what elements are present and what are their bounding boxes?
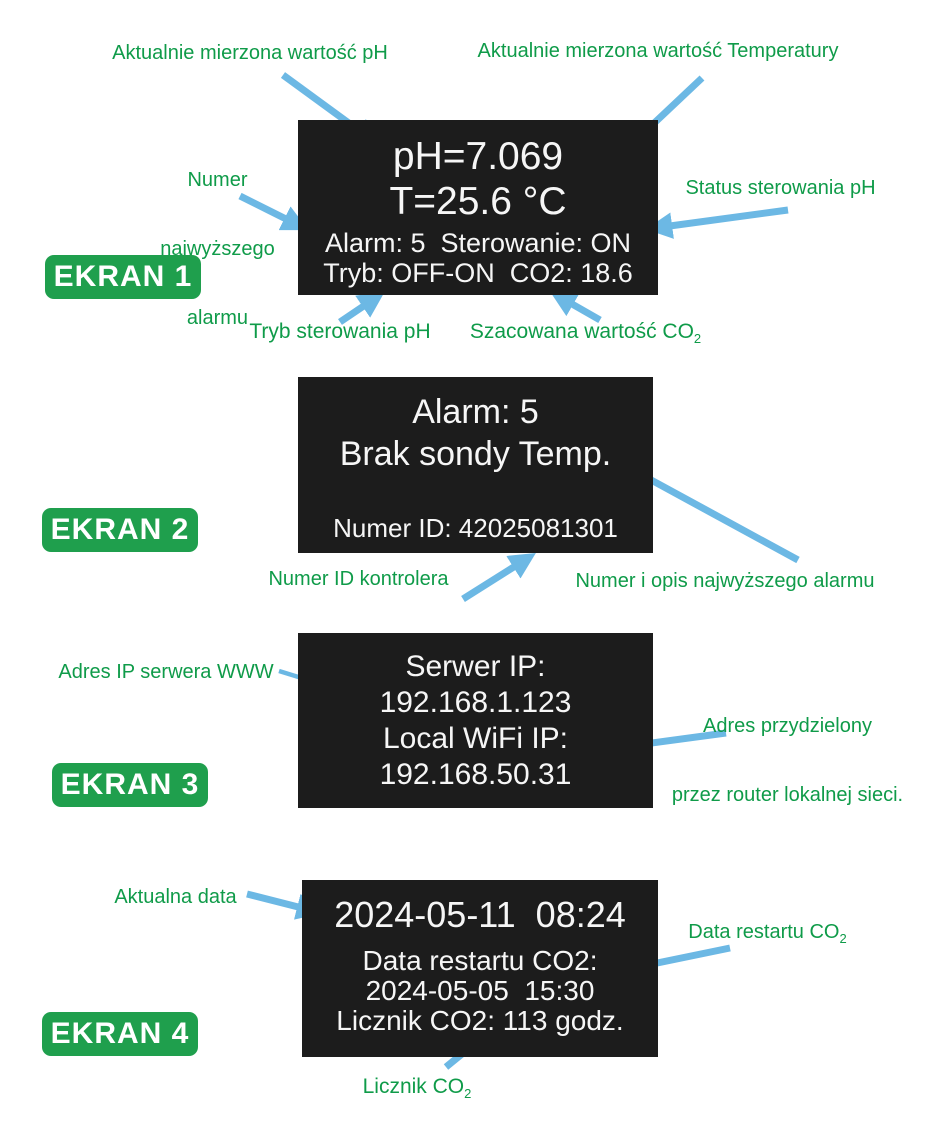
label-current-date: Aktualna data bbox=[114, 886, 237, 908]
label-co2-restart: Data restartu CO2 bbox=[675, 921, 860, 946]
screen3-wifi-ip-label: Local WiFi IP: bbox=[382, 722, 569, 755]
label-alarm-number-line3: alarmu bbox=[186, 307, 249, 329]
label-co2-restart-sub: 2 bbox=[839, 931, 847, 946]
label-co2-estimate: Szacowana wartość CO2 bbox=[468, 320, 703, 347]
arrow-control-status bbox=[645, 206, 789, 239]
screen4-co2-restart-label: Data restartu CO2: bbox=[362, 945, 598, 976]
screen2-alarm-desc-line: Brak sondy Temp. bbox=[339, 435, 612, 473]
screen2-alarm-line: Alarm: 5 bbox=[412, 393, 539, 431]
screen3-server-ip-label: Serwer IP: bbox=[405, 650, 546, 683]
label-alarm-desc: Numer i opis najwyższego alarmu bbox=[575, 570, 875, 592]
label-router-ip: Adres przydzielony przez router lokalnej… bbox=[655, 669, 920, 853]
screen4-co2-counter: Licznik CO2: 113 godz. bbox=[336, 1005, 624, 1036]
label-ph-value: Aktualnie mierzona wartość pH bbox=[112, 42, 388, 64]
label-control-status: Status sterowania pH bbox=[685, 177, 876, 199]
label-co2-estimate-sub: 2 bbox=[693, 331, 702, 347]
badge-ekran-1: EKRAN 1 bbox=[45, 255, 201, 299]
device-screen-3: Serwer IP: 192.168.1.123 Local WiFi IP: … bbox=[298, 633, 653, 808]
badge-ekran-4: EKRAN 4 bbox=[42, 1012, 198, 1056]
screen4-co2-restart-date: 2024-05-05 15:30 bbox=[365, 975, 595, 1006]
arrow-co2-estimate bbox=[549, 291, 602, 324]
label-alarm-number-line2: najwyższego bbox=[160, 238, 275, 260]
label-temp-value: Aktualnie mierzona wartość Temperatury bbox=[477, 40, 839, 62]
arrow-control-mode bbox=[338, 291, 385, 325]
screen3-wifi-ip: 192.168.50.31 bbox=[379, 758, 572, 791]
label-control-mode: Tryb sterowania pH bbox=[249, 320, 431, 343]
label-alarm-number-line1: Numer bbox=[187, 169, 248, 191]
screen1-ph-reading: pH=7.069 bbox=[392, 135, 564, 178]
label-router-ip-line1: Adres przydzielony bbox=[703, 715, 872, 737]
label-www-ip: Adres IP serwera WWW bbox=[58, 661, 274, 683]
screen4-datetime: 2024-05-11 08:24 bbox=[334, 894, 626, 935]
label-co2-counter: Licznik CO2 bbox=[357, 1075, 477, 1102]
label-co2-counter-main: Licznik CO bbox=[362, 1075, 465, 1098]
badge-ekran-2: EKRAN 2 bbox=[42, 508, 198, 552]
label-alarm-number: Numer najwyższego alarmu bbox=[150, 123, 285, 376]
device-screen-2: Alarm: 5 Brak sondy Temp. Numer ID: 4202… bbox=[298, 377, 653, 553]
label-controller-id: Numer ID kontrolera bbox=[268, 568, 449, 590]
label-router-ip-line2: przez router lokalnej sieci. bbox=[671, 784, 904, 806]
device-screen-1: pH=7.069 T=25.6 °C Alarm: 5 Sterowanie: … bbox=[298, 120, 658, 295]
screen1-mode-co2-line: Tryb: OFF-ON CO2: 18.6 bbox=[323, 258, 633, 288]
label-co2-restart-main: Data restartu CO bbox=[688, 921, 840, 943]
screen2-id-line: Numer ID: 42025081301 bbox=[333, 513, 618, 543]
arrow-controller-id bbox=[461, 553, 536, 602]
badge-ekran-3: EKRAN 3 bbox=[52, 763, 208, 807]
device-screen-4: 2024-05-11 08:24 Data restartu CO2: 2024… bbox=[302, 880, 658, 1057]
screen1-temp-reading: T=25.6 °C bbox=[389, 180, 567, 223]
screen1-alarm-control-line: Alarm: 5 Sterowanie: ON bbox=[324, 228, 632, 258]
screen3-server-ip: 192.168.1.123 bbox=[379, 686, 572, 719]
label-co2-counter-sub: 2 bbox=[464, 1086, 472, 1102]
label-co2-estimate-main: Szacowana wartość CO bbox=[469, 320, 694, 343]
